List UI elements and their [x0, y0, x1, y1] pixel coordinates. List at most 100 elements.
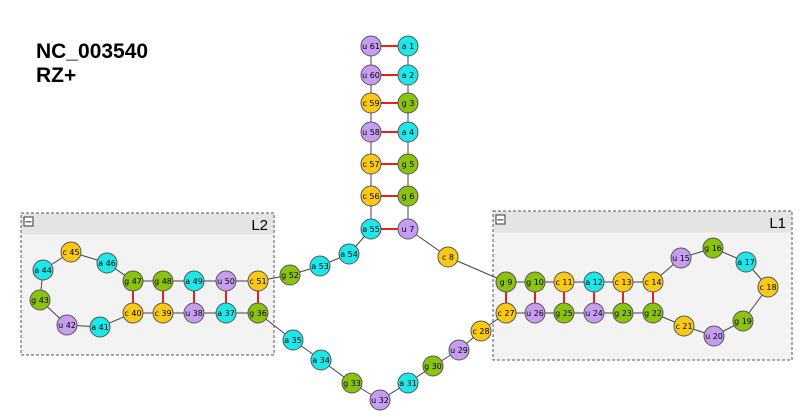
nucleotide-56[interactable]: c 56: [360, 185, 382, 207]
collapse-button[interactable]: −: [23, 216, 34, 228]
nucleotide-25[interactable]: g 25: [553, 302, 575, 324]
nucleotide-6[interactable]: g 6: [397, 185, 419, 207]
nucleotide-label: a 4: [402, 128, 415, 137]
nucleotide-48[interactable]: g 48: [152, 270, 174, 292]
nucleotide-50[interactable]: u 50: [215, 270, 237, 292]
nucleotide-38[interactable]: u 38: [183, 302, 205, 324]
nucleotide-28[interactable]: c 28: [470, 320, 492, 342]
nucleotide-44[interactable]: a 44: [32, 259, 54, 281]
group-label: L1: [769, 215, 786, 232]
nucleotide-11[interactable]: c 11: [553, 271, 575, 293]
nucleotide-1[interactable]: a 1: [397, 35, 419, 57]
nucleotide-label: c 40: [124, 309, 141, 318]
nucleotide-circle: [642, 302, 664, 324]
nucleotide-circle: [215, 270, 237, 292]
nucleotide-8[interactable]: c 8: [437, 246, 459, 268]
nucleotide-9[interactable]: g 9: [495, 271, 517, 293]
nucleotide-label: g 43: [31, 296, 49, 305]
nucleotide-41[interactable]: a 41: [89, 316, 111, 338]
nucleotide-54[interactable]: a 54: [338, 243, 360, 265]
nucleotide-7[interactable]: u 7: [397, 218, 419, 240]
nucleotide-49[interactable]: a 49: [183, 270, 205, 292]
nucleotide-18[interactable]: c 18: [757, 276, 779, 298]
group-header: [21, 213, 274, 235]
nucleotide-34[interactable]: a 34: [310, 349, 332, 371]
nucleotide-label: a 54: [340, 250, 358, 259]
nucleotide-37[interactable]: a 37: [215, 302, 237, 324]
nucleotide-circle: [360, 218, 382, 240]
nucleotide-45[interactable]: c 45: [60, 241, 82, 263]
nucleotide-16[interactable]: g 16: [702, 237, 724, 259]
nucleotide-circle: [757, 276, 779, 298]
nucleotide-22[interactable]: g 22: [642, 302, 664, 324]
nucleotide-label: a 41: [91, 323, 109, 332]
nucleotide-label: u 15: [672, 254, 690, 263]
minus-icon: [23, 216, 34, 227]
nucleotide-5[interactable]: g 5: [397, 153, 419, 175]
nucleotide-43[interactable]: g 43: [29, 289, 51, 311]
nucleotide-35[interactable]: a 35: [282, 329, 304, 351]
nucleotide-circle: [422, 355, 444, 377]
nucleotide-circle: [360, 35, 382, 57]
nucleotide-20[interactable]: u 20: [703, 325, 725, 347]
nucleotide-27[interactable]: c 27: [495, 302, 517, 324]
nucleotide-circle: [397, 35, 419, 57]
nucleotide-21[interactable]: c 21: [673, 315, 695, 337]
nucleotide-46[interactable]: a 46: [96, 252, 118, 274]
nucleotide-3[interactable]: g 3: [397, 92, 419, 114]
nucleotide-label: a 17: [737, 258, 755, 267]
nucleotide-58[interactable]: u 58: [360, 121, 382, 143]
nucleotide-51[interactable]: c 51: [247, 270, 269, 292]
nucleotide-32[interactable]: u 32: [369, 389, 391, 411]
nucleotide-29[interactable]: u 29: [448, 339, 470, 361]
nucleotide-13[interactable]: c 13: [612, 271, 634, 293]
nucleotide-circle: [282, 329, 304, 351]
nucleotide-42[interactable]: u 42: [56, 314, 78, 336]
nucleotide-label: a 1: [402, 42, 415, 51]
nucleotide-47[interactable]: g 47: [122, 270, 144, 292]
nucleotide-circle: [96, 252, 118, 274]
nucleotide-circle: [524, 271, 546, 293]
nucleotide-label: c 18: [759, 283, 776, 292]
nucleotide-61[interactable]: u 61: [360, 35, 382, 57]
nucleotide-52[interactable]: g 52: [279, 264, 301, 286]
nucleotide-40[interactable]: c 40: [122, 302, 144, 324]
nucleotide-14[interactable]: c 14: [642, 271, 664, 293]
nucleotide-2[interactable]: a 2: [397, 64, 419, 86]
nucleotide-23[interactable]: g 23: [612, 302, 634, 324]
sequence-subtitle: RZ+: [36, 64, 77, 87]
nucleotide-30[interactable]: g 30: [422, 355, 444, 377]
nucleotide-label: g 36: [249, 309, 267, 318]
nucleotide-26[interactable]: u 26: [524, 302, 546, 324]
nucleotide-label: g 6: [402, 192, 415, 201]
nucleotide-4[interactable]: a 4: [397, 121, 419, 143]
nucleotide-57[interactable]: c 57: [360, 153, 382, 175]
nucleotide-label: c 56: [362, 192, 379, 201]
nucleotide-label: g 9: [500, 278, 513, 287]
nucleotide-label: a 35: [284, 336, 302, 345]
nucleotide-label: g 25: [555, 309, 573, 318]
nucleotide-label: g 3: [402, 99, 415, 108]
nucleotide-36[interactable]: g 36: [247, 302, 269, 324]
nucleotide-33[interactable]: g 33: [341, 372, 363, 394]
nucleotide-60[interactable]: u 60: [360, 64, 382, 86]
nucleotide-17[interactable]: a 17: [735, 251, 757, 273]
nucleotide-circle: [448, 339, 470, 361]
nucleotide-53[interactable]: a 53: [309, 255, 331, 277]
nucleotide-15[interactable]: u 15: [670, 247, 692, 269]
nucleotide-31[interactable]: a 31: [397, 372, 419, 394]
nucleotide-59[interactable]: c 59: [360, 92, 382, 114]
nucleotide-39[interactable]: c 39: [152, 302, 174, 324]
nucleotide-circle: [215, 302, 237, 324]
group-label: L2: [251, 217, 268, 234]
nucleotide-10[interactable]: g 10: [524, 271, 546, 293]
nucleotide-55[interactable]: a 55: [360, 218, 382, 240]
nucleotide-12[interactable]: a 12: [583, 271, 605, 293]
nucleotide-24[interactable]: u 24: [583, 302, 605, 324]
nucleotide-label: g 23: [614, 309, 632, 318]
nucleotide-19[interactable]: g 19: [732, 310, 754, 332]
collapse-button[interactable]: −: [495, 214, 506, 226]
nucleotide-circle: [703, 325, 725, 347]
nucleotide-circle: [122, 270, 144, 292]
nucleotide-circle: [360, 153, 382, 175]
